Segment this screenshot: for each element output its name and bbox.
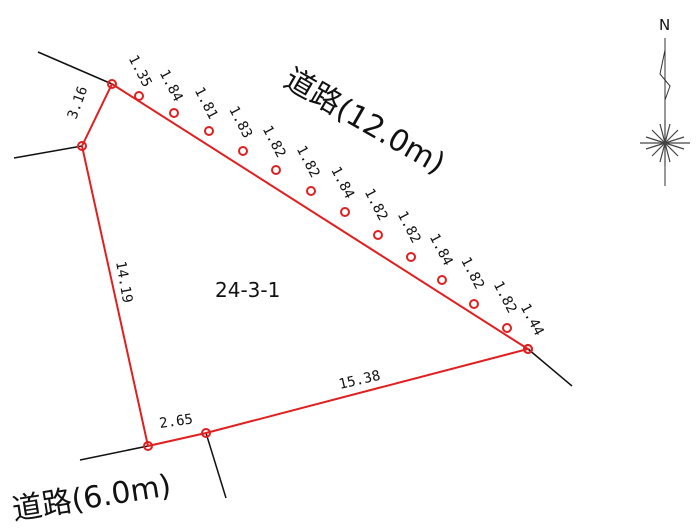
boundary-point [271, 165, 281, 175]
corner-points [77, 141, 533, 451]
segment-label-top: 1.84 [327, 164, 357, 201]
boundary-point [502, 323, 512, 333]
boundary-point [169, 108, 179, 118]
boundary-point [406, 252, 416, 262]
corner-point-upper-left [77, 141, 87, 151]
segment-label-upper-left: 3.16 [65, 84, 92, 121]
segment-label-top: 1.82 [361, 186, 391, 223]
road-label-side: 道路(6.0m) [10, 468, 174, 528]
segment-label-top: 1.81 [191, 85, 221, 122]
lot-label: 24-3-1 [215, 278, 280, 302]
segment-label-top: 1.83 [225, 104, 255, 141]
segment-label-top: 1.82 [293, 143, 323, 180]
corner-point-bottom-mid [201, 428, 211, 438]
boundary-point [107, 79, 117, 89]
segment-label-left: 14.19 [112, 260, 135, 304]
segment-label-top: 1.82 [490, 279, 520, 316]
segment-label-top: 1.35 [125, 53, 155, 90]
boundary-point [469, 299, 479, 309]
boundary-point [134, 91, 144, 101]
segment-label-top: 1.82 [457, 255, 487, 292]
boundary-point [373, 230, 383, 240]
corner-point-right [523, 344, 533, 354]
road-lines [13, 51, 573, 499]
compass-rose-icon [640, 120, 690, 166]
boundary-point [306, 186, 316, 196]
boundary-point [340, 207, 350, 217]
north-label: N [659, 16, 670, 34]
side-road-edge-right [205, 432, 227, 499]
boundary-point [204, 126, 214, 136]
boundary-point [437, 275, 447, 285]
north-arrow: N [640, 16, 690, 186]
main-road-edge-right [527, 348, 573, 387]
left-neighbor-line [13, 145, 83, 159]
segment-label-top: 1.44 [517, 301, 547, 338]
main-road-edge-left [37, 51, 113, 85]
boundary-point [238, 146, 248, 156]
boundary-points [107, 79, 533, 354]
segment-label-top: 1.84 [426, 231, 456, 268]
segment-label-bottom-short: 2.65 [158, 411, 194, 432]
side-segment-labels: 3.16 14.19 2.65 15.38 [65, 84, 382, 432]
segment-label-top: 1.82 [394, 209, 424, 246]
side-road-edge-left [79, 445, 149, 461]
segment-label-top: 1.82 [259, 123, 289, 160]
segment-label-top: 1.84 [156, 67, 186, 104]
corner-point-bottom-left [143, 441, 153, 451]
lot-boundary [80, 82, 531, 448]
north-arrow-head-icon [659, 49, 671, 101]
